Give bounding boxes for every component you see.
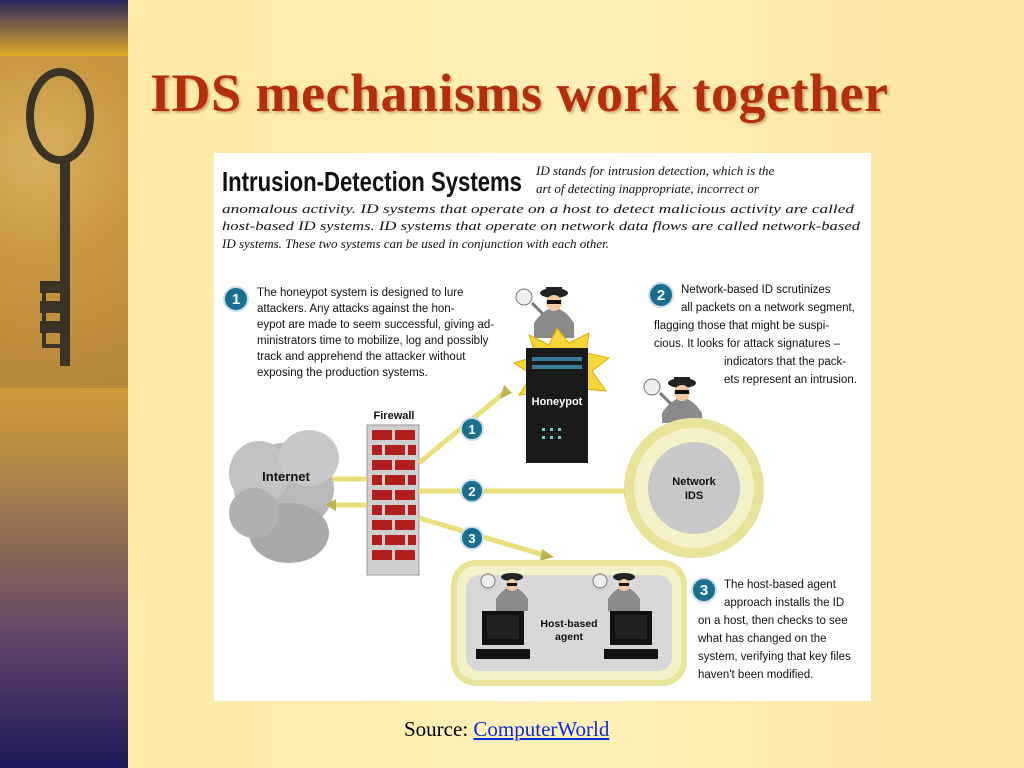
network-ids-label-line2: IDS <box>685 490 703 502</box>
network-text-line: Network-based ID scrutinizes <box>681 284 831 296</box>
honeypot-text-line: ministrators time to mobilize, log and p… <box>257 335 489 347</box>
arrow-badge-2: 2 <box>460 479 484 503</box>
intro-line: host-based ID systems. ID systems that o… <box>222 218 861 233</box>
ids-diagram: Intrusion-Detection Systems ID stands fo… <box>214 153 871 701</box>
honeypot-text-line: The honeypot system is designed to lure <box>257 287 463 299</box>
arrow-badge-3-number: 3 <box>468 531 475 546</box>
host-based-agent-panel: Host-based agent <box>451 560 687 686</box>
step-3-badge: 3 <box>691 577 717 603</box>
network-text-line: all packets on a network segment, <box>681 302 855 314</box>
source-label: Source: <box>404 717 469 741</box>
honeypot-text-line: track and apprehend the attacker without <box>257 351 466 363</box>
host-agent-label-line1: Host-based <box>540 618 597 630</box>
slide-title: IDS mechanisms work together <box>150 63 889 123</box>
step-2-number: 2 <box>657 287 665 304</box>
internet-cloud: Internet <box>229 430 339 563</box>
intro-line: art of detecting inappropriate, incorrec… <box>536 181 760 196</box>
network-description: Network-based ID scrutinizes all packets… <box>654 284 857 386</box>
host-text-line: system, verifying that key files <box>698 651 851 663</box>
network-text-line: ets represent an intrusion. <box>724 374 857 386</box>
honeypot-label: Honeypot <box>532 396 583 408</box>
host-agent-label-line2: agent <box>555 631 584 643</box>
honeypot-text-line: eypot are made to seem successful, givin… <box>257 319 494 331</box>
honeypot-description: The honeypot system is designed to lure … <box>257 287 494 379</box>
key-icon <box>26 68 94 366</box>
computer-icon <box>476 611 530 659</box>
arrow-badge-1-number: 1 <box>468 422 475 437</box>
internet-label: Internet <box>262 469 310 484</box>
host-text-line: haven't been modified. <box>698 669 813 681</box>
source-citation: Source: ComputerWorld <box>404 717 609 742</box>
host-text-line: on a host, then checks to see <box>698 615 848 627</box>
network-text-line: cious. It looks for attack signatures – <box>654 338 841 350</box>
arrow-badge-3: 3 <box>460 526 484 550</box>
host-text-line: The host-based agent <box>724 579 837 591</box>
step-2-badge: 2 <box>648 282 674 308</box>
network-text-line: indicators that the pack- <box>724 356 846 368</box>
intro-line: anomalous activity. ID systems that oper… <box>222 201 855 216</box>
firewall: Firewall <box>366 410 420 576</box>
honeypot-server: Honeypot <box>512 327 611 463</box>
firewall-label: Firewall <box>374 410 415 422</box>
source-link[interactable]: ComputerWorld <box>473 717 610 741</box>
network-ids-node: Network IDS <box>624 418 764 558</box>
host-description: The host-based agent approach installs t… <box>697 579 851 681</box>
step-1-number: 1 <box>232 291 240 308</box>
diagram-heading: Intrusion-Detection Systems <box>222 166 522 197</box>
honeypot-text-line: exposing the production systems. <box>257 367 428 379</box>
intro-line: ID stands for intrusion detection, which… <box>535 163 775 178</box>
step-3-number: 3 <box>700 582 708 599</box>
host-text-line: approach installs the ID <box>724 597 844 609</box>
key-photo <box>0 56 128 388</box>
step-1-badge: 1 <box>223 286 249 312</box>
network-text-line: flagging those that might be suspi- <box>654 320 829 332</box>
arrow-badge-1: 1 <box>460 417 484 441</box>
honeypot-text-line: attackers. Any attacks against the hon- <box>257 303 455 315</box>
attacker-figure <box>515 287 574 338</box>
arrow-badge-2-number: 2 <box>468 484 475 499</box>
computer-icon <box>604 611 658 659</box>
host-text-line: what has changed on the <box>697 633 827 645</box>
intro-text: ID stands for intrusion detection, which… <box>221 163 861 251</box>
attacker-figure <box>592 573 640 611</box>
attacker-figure <box>643 377 702 423</box>
attacker-figure <box>480 573 528 611</box>
network-ids-label-line1: Network <box>672 476 716 488</box>
intro-line: ID systems. These two systems can be use… <box>221 236 609 251</box>
